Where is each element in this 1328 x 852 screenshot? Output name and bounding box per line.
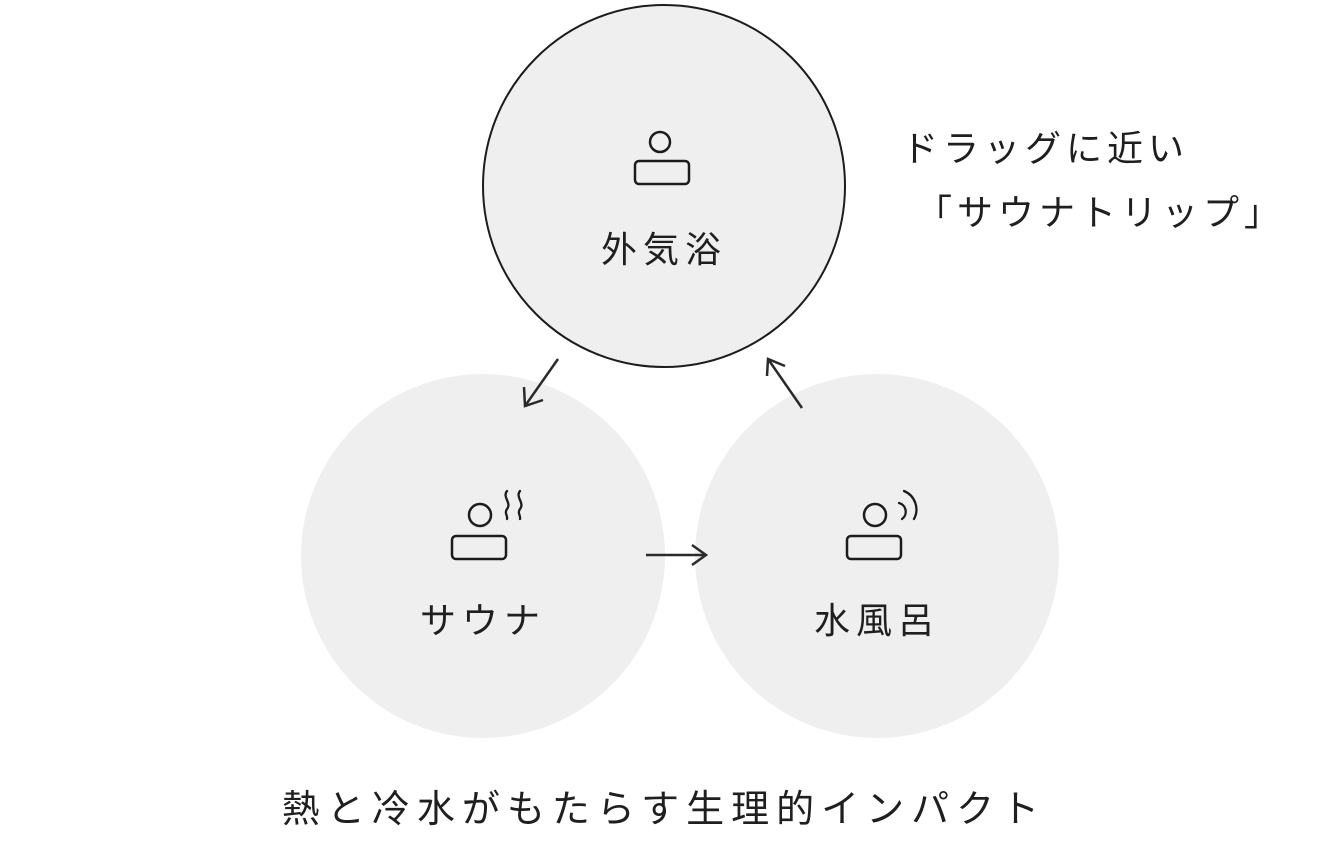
- person-steam-icon: [450, 489, 523, 561]
- callout-line-2: 「サウナトリップ」: [916, 193, 1286, 234]
- callout: ドラッグに近い 「サウナトリップ」: [902, 118, 1285, 246]
- person-cold-wave-icon: [845, 489, 918, 561]
- callout-line-1: ドラッグに近い: [902, 129, 1190, 170]
- node-label-outdoor-bath: 外気浴: [600, 230, 727, 271]
- node-label-cold-bath: 水風呂: [813, 601, 940, 642]
- node-label-sauna: サウナ: [419, 601, 546, 642]
- diagram-caption: 熱と冷水がもたらす生理的インパクト: [281, 787, 1047, 831]
- node-sauna: [301, 374, 665, 738]
- node-outdoor-bath: [482, 4, 846, 368]
- person-resting-icon: [633, 130, 691, 186]
- node-cold-bath: [695, 374, 1059, 738]
